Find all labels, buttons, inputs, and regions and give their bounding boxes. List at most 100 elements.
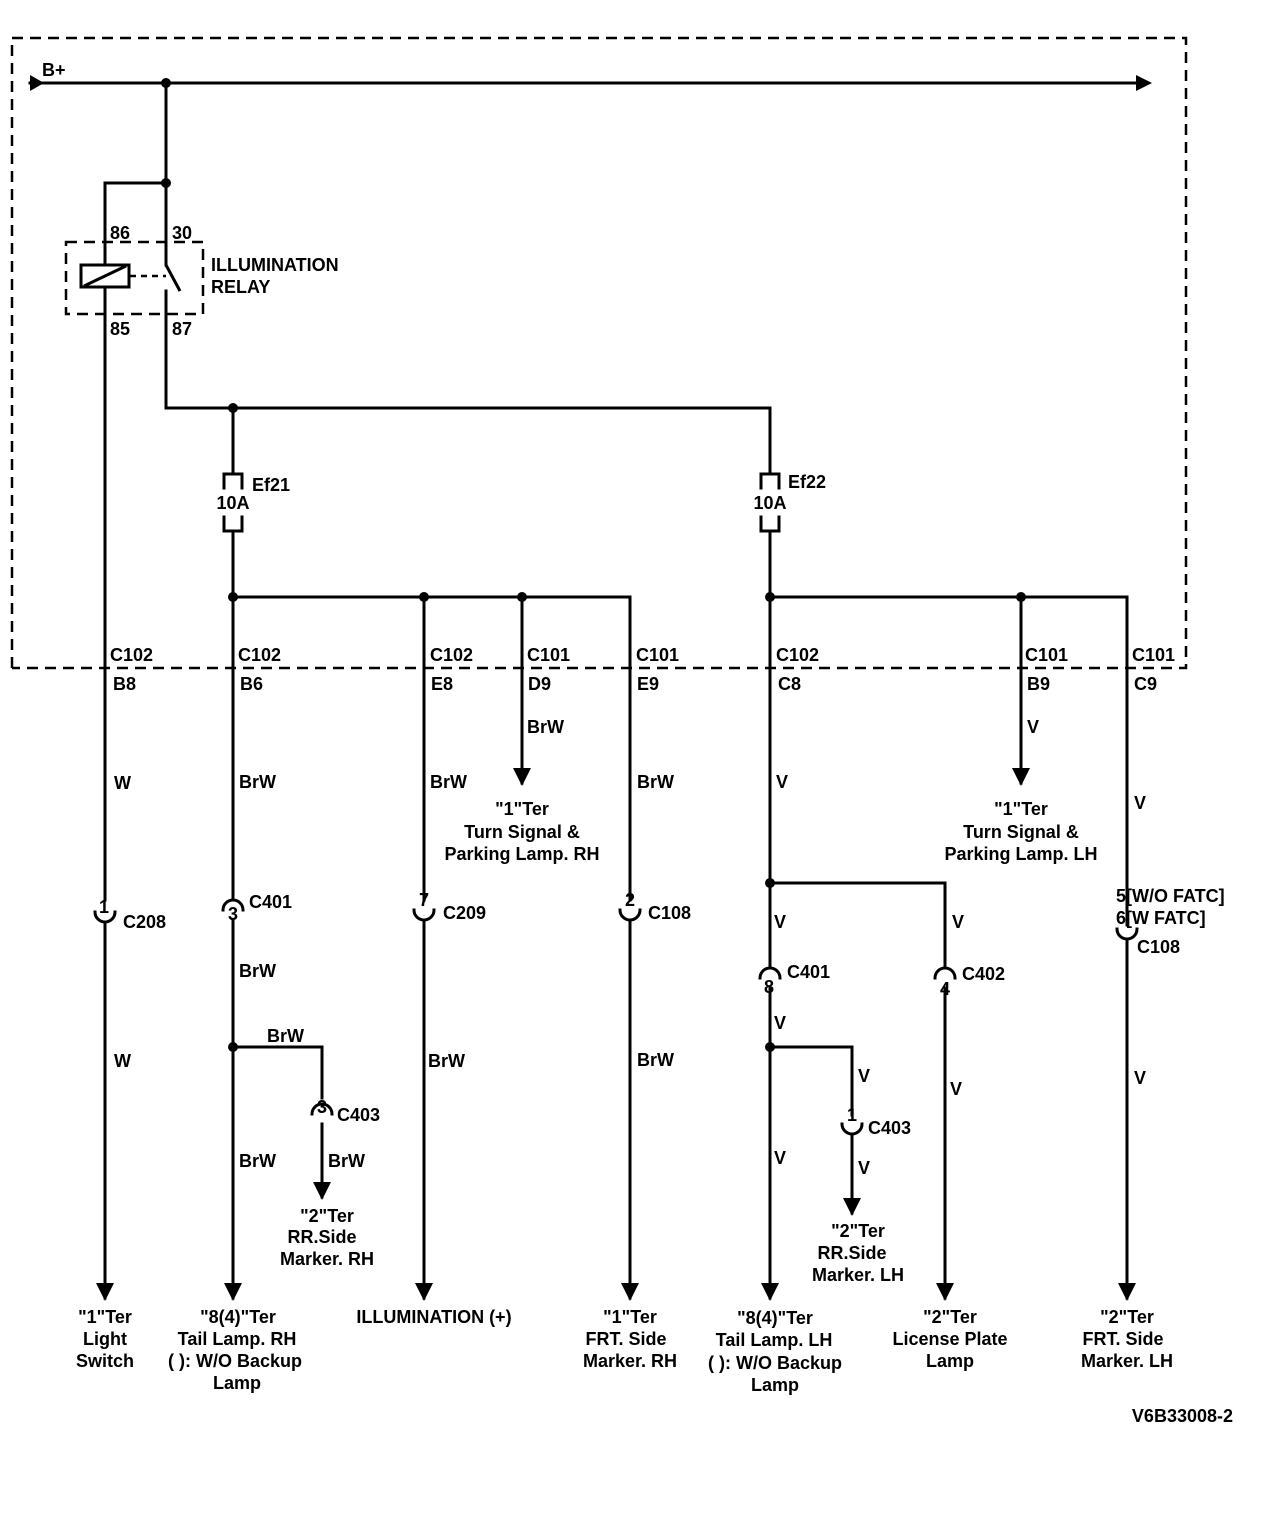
connector-name: C401 [787,962,830,982]
dest-line: "1"Ter [78,1307,132,1327]
wire-color: V [774,1013,786,1033]
connector-pin: B8 [113,674,136,694]
dest-line: Tail Lamp. LH [716,1330,833,1350]
b-plus-label: B+ [42,60,66,80]
dest-line: "1"Ter [603,1307,657,1327]
dest-line: Marker. RH [280,1249,374,1269]
dest-line: "2"Ter [300,1206,354,1226]
wire-color: BrW [267,1026,304,1046]
connector-name: C208 [123,912,166,932]
dest-line: Parking Lamp. RH [444,844,599,864]
connector-pin: 5[W/O FATC] [1116,886,1225,906]
dest-line: ( ): W/O Backup [708,1353,842,1373]
wire-color: BrW [328,1151,365,1171]
dest-illumination: ILLUMINATION (+) [356,1307,511,1327]
wire-color: BrW [637,772,674,792]
dest-line: Turn Signal & [963,822,1079,842]
relay-pin-87: 87 [172,319,192,339]
dest-line: "1"Ter [994,799,1048,819]
wire-color: BrW [239,961,276,981]
dest-line: FRT. Side [1082,1329,1163,1349]
connector-name: C102 [110,645,153,665]
connector-pin: 3 [317,1097,327,1117]
connector-pin: C9 [1134,674,1157,694]
connector-name: C102 [238,645,281,665]
relay-name-line2: RELAY [211,277,270,297]
connector-name: C403 [337,1105,380,1125]
dest-line: ILLUMINATION (+) [356,1307,511,1327]
dest-line: RR.Side [817,1243,886,1263]
relay-housing [64,240,205,316]
connector-name: C108 [1137,937,1180,957]
connector-pin: 2 [625,890,635,910]
connector-name: C402 [962,964,1005,984]
turn-signal-rh: "1"Ter Turn Signal & Parking Lamp. RH [444,799,599,864]
fuse-ef22: 10A Ef22 [753,472,826,533]
dest-line: Light [83,1329,127,1349]
dest-line: "2"Ter [831,1221,885,1241]
connector-pin: D9 [528,674,551,694]
connector-c401-lh [758,966,782,980]
dest-line: Switch [76,1351,134,1371]
connector-name: C101 [1025,645,1068,665]
wire-colors-upper: W BrW BrW BrW BrW V V V [114,717,1146,813]
dest-line: "8(4)"Ter [200,1307,276,1327]
dest-license-plate: "2"Ter License Plate Lamp [892,1307,1007,1371]
connector-pin: E8 [431,674,453,694]
connector-name: C102 [430,645,473,665]
dest-line: Turn Signal & [464,822,580,842]
wire-color: V [1027,717,1039,737]
connector-pin: C8 [778,674,801,694]
wire-color: BrW [430,772,467,792]
connector-c402 [933,966,957,980]
fuse-ef22-label: Ef22 [788,472,826,492]
wire-color: V [776,772,788,792]
relay-switch-icon [164,264,182,292]
connector-c401-rh [221,898,245,912]
dest-line: Lamp [926,1351,974,1371]
connector-c403-rh [310,1102,334,1116]
connector-name: C108 [648,903,691,923]
dest-line: "8(4)"Ter [737,1308,813,1328]
figure-id: V6B33008-2 [1132,1406,1233,1426]
dest-line: Lamp [213,1373,261,1393]
wire-color: BrW [428,1051,465,1071]
connector-pin: B9 [1027,674,1050,694]
connector-name: C101 [636,645,679,665]
b-plus-continue-arrow-icon [1136,75,1152,91]
relay-name-line1: ILLUMINATION [211,255,339,275]
wire-color: BrW [239,772,276,792]
dest-line: RR.Side [287,1227,356,1247]
dest-light-switch: "1"Ter Light Switch [76,1307,134,1371]
fuse-ef21-label: Ef21 [252,475,290,495]
connector-name: C403 [868,1118,911,1138]
dest-line: FRT. Side [585,1329,666,1349]
connector-pin: 6[W FATC] [1116,908,1206,928]
relay-pin-30: 30 [172,223,192,243]
connector-pin: 1 [99,897,109,917]
connector-name: C101 [1132,645,1175,665]
connector-pin: 1 [847,1105,857,1125]
wire-color: W [114,773,131,793]
dest-line: "2"Ter [1100,1307,1154,1327]
dest-line: Marker. LH [812,1265,904,1285]
relay-pin-86: 86 [110,223,130,243]
wire-color: BrW [527,717,564,737]
wire-color: V [950,1079,962,1099]
dest-line: ( ): W/O Backup [168,1351,302,1371]
dest-line: Lamp [751,1375,799,1395]
dest-frt-side-marker-lh: "2"Ter FRT. Side Marker. LH [1081,1307,1173,1371]
dest-tail-lamp-rh: "8(4)"Ter Tail Lamp. RH ( ): W/O Backup … [168,1307,302,1393]
wire-color: BrW [239,1151,276,1171]
battery-feed: B+ [28,60,1152,91]
connector-name: C102 [776,645,819,665]
fuse-ef21: 10A Ef21 [216,472,290,533]
dest-tail-lamp-lh: "8(4)"Ter Tail Lamp. LH ( ): W/O Backup … [708,1308,842,1395]
dest-line: Tail Lamp. RH [178,1329,297,1349]
wire-color: V [1134,1068,1146,1088]
fuse-ef22-rating: 10A [753,493,786,513]
wire-color: V [774,912,786,932]
dest-line: License Plate [892,1329,1007,1349]
connector-pin: E9 [637,674,659,694]
